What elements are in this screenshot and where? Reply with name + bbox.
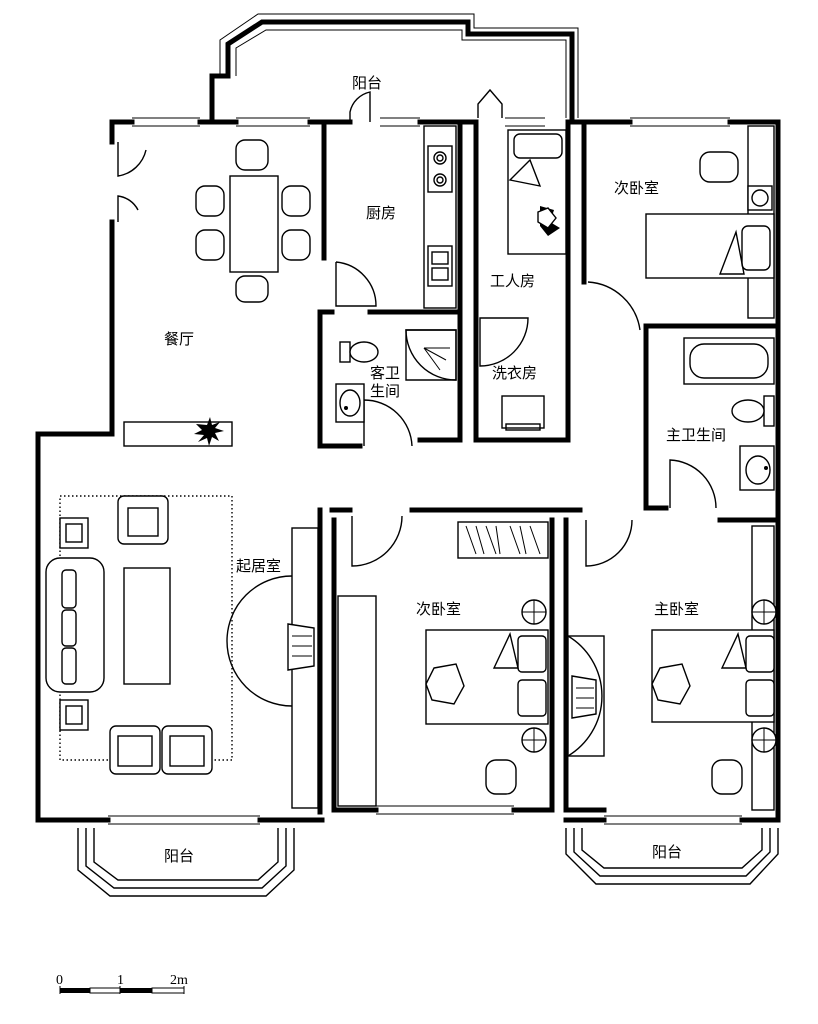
balcony-right <box>565 828 779 885</box>
label-balcony-br: 阳台 <box>652 843 682 861</box>
scale-bar: 0 1 2m <box>56 973 188 994</box>
label-second-bedroom-mid: 次卧室 <box>416 600 461 618</box>
label-guest-bath-line1: 客卫 <box>370 364 400 382</box>
label-second-bedroom-ne: 次卧室 <box>614 179 659 197</box>
label-living: 起居室 <box>236 557 281 575</box>
scale-label-2m: 2m <box>170 973 188 988</box>
label-master-bath: 主卫生间 <box>666 426 726 444</box>
label-master-bedroom: 主卧室 <box>654 600 699 618</box>
doors <box>117 88 717 567</box>
walls <box>35 19 781 823</box>
sideboard <box>123 417 233 447</box>
master-bath-fixtures <box>683 337 775 491</box>
maid-bed <box>507 129 567 255</box>
sofa-set <box>45 495 213 775</box>
room-labels: 阳台 厨房 工人房 次卧室 餐厅 客卫 生间 洗衣房 主卫生间 起居室 次卧室 … <box>164 74 726 865</box>
label-guest-bath-line2: 生间 <box>370 382 400 400</box>
washer <box>501 395 545 431</box>
label-kitchen: 厨房 <box>366 204 396 222</box>
kitchen-counter <box>423 125 457 309</box>
label-dining: 餐厅 <box>164 330 194 348</box>
label-laundry: 洗衣房 <box>492 364 537 382</box>
mid-bedroom-furniture <box>337 521 549 807</box>
windows <box>108 13 742 825</box>
balcony-left <box>77 828 295 897</box>
ne-bedroom-furniture <box>645 125 775 319</box>
label-balcony-top: 阳台 <box>352 74 382 92</box>
dining-table <box>195 139 311 303</box>
scale-label-1: 1 <box>117 973 124 988</box>
label-balcony-bl: 阳台 <box>164 847 194 865</box>
guest-bath-fixtures <box>335 329 457 423</box>
tv-cabinet <box>226 527 319 809</box>
master-bedroom-furniture <box>567 525 777 811</box>
label-maid-room: 工人房 <box>490 272 535 290</box>
scale-label-0: 0 <box>56 973 63 988</box>
